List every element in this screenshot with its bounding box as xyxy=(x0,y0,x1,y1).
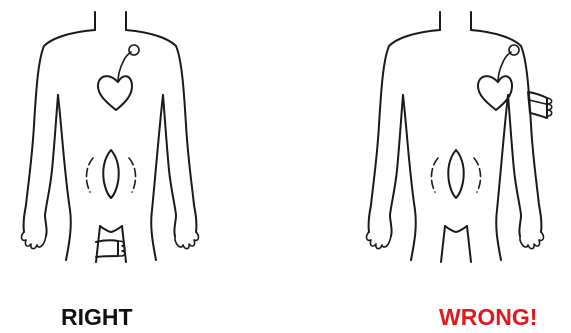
cuff-icon xyxy=(528,92,552,118)
body-outline-right-placement xyxy=(0,0,286,270)
body-outline-icon xyxy=(22,12,199,262)
wrong-caption: WRONG! xyxy=(439,304,537,330)
cuff-icon xyxy=(96,240,125,257)
uterus-icon xyxy=(86,150,135,198)
right-caption: RIGHT xyxy=(61,304,133,330)
heart-icon xyxy=(478,45,519,110)
uterus-icon xyxy=(431,150,480,198)
body-outline-icon xyxy=(367,12,544,262)
heart-icon xyxy=(98,45,139,110)
body-outline-wrong-placement xyxy=(285,0,571,270)
